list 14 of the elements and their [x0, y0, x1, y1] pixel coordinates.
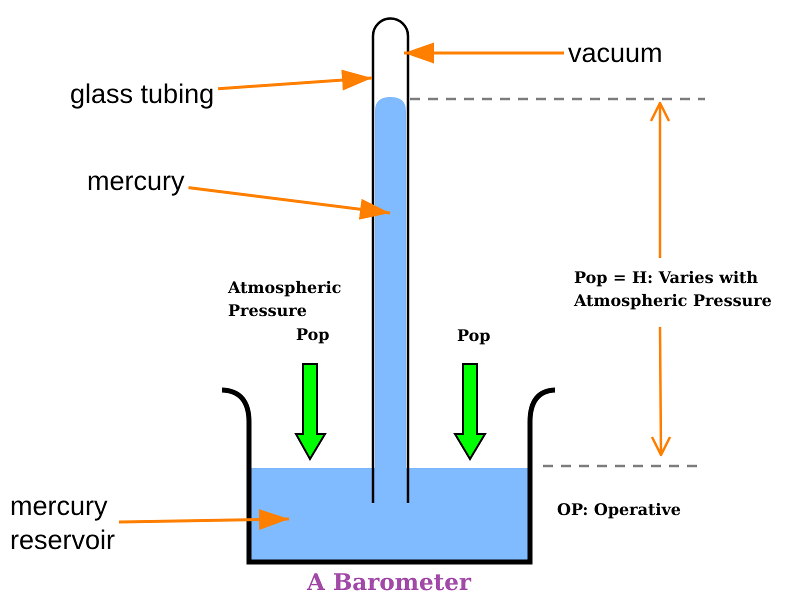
part-label: vacuum	[568, 36, 663, 70]
leader-line	[218, 70, 372, 91]
figure-caption: A Barometer	[307, 568, 471, 598]
part-label: glass tubing	[70, 77, 214, 111]
pressure-label: Atmospheric Pressure	[228, 277, 342, 322]
symbol-label: Pop	[457, 325, 490, 347]
dimension-label: Pop = H: Varies with Atmospheric Pressure	[574, 267, 773, 312]
note-label: OP: Operative	[557, 499, 681, 521]
part-label: mercury reservoir	[10, 489, 116, 557]
part-label: mercury	[87, 164, 185, 198]
leader-line	[118, 509, 290, 530]
leader-line	[404, 42, 564, 64]
leader-line	[188, 186, 390, 220]
symbol-label: Pop	[296, 324, 330, 346]
